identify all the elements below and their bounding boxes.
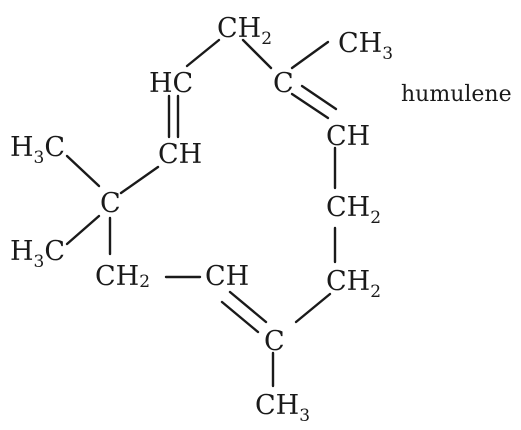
bond-ch-bottom-c-lower-1 — [228, 290, 268, 324]
bond-ch2top-c-upper — [241, 38, 273, 70]
bond-c-upper-ch-right-2 — [300, 84, 338, 111]
atom-ch3-bottom: CH3 — [255, 390, 310, 426]
bond-ch-bottom-c-lower-2 — [220, 300, 260, 334]
atom-ch2-bottom-left: CH2 — [95, 261, 150, 292]
atom-h3c-top: H3C — [10, 132, 65, 168]
atom-ch-bottom: CH — [205, 261, 249, 292]
atom-ch2-top: CH2 — [217, 13, 272, 49]
molecule-name: humulene — [401, 82, 512, 107]
bond-ch-left-c-quat — [119, 165, 160, 195]
atom-ch2-right-upper: CH2 — [326, 192, 381, 228]
atom-hc-left: HC — [149, 68, 193, 99]
atom-ch2-right-lower: CH2 — [326, 266, 381, 302]
bonds — [65, 38, 338, 388]
bond-c-upper-ch3top — [290, 40, 330, 70]
bond-h3c-bottom-c-quat — [65, 214, 101, 246]
atom-ch3-top: CH3 — [338, 28, 393, 64]
atom-c-upper-right: C — [273, 68, 294, 99]
atom-ch-right: CH — [326, 121, 370, 152]
bond-h3c-top-c-quat — [65, 154, 101, 188]
atom-c-quaternary: C — [100, 188, 121, 219]
bond-c-upper-ch-right-1 — [290, 92, 330, 120]
atom-ch-left: CH — [158, 139, 202, 170]
atom-c-lower: C — [264, 326, 285, 357]
atom-labels: CH2 CH3 humulene HC C CH CH H3C C H3C CH… — [10, 13, 512, 426]
bond-hc-ch2top — [185, 38, 221, 68]
atom-h3c-bottom: H3C — [10, 236, 65, 272]
bond-ch2-right-lower-c-lower — [294, 292, 332, 324]
